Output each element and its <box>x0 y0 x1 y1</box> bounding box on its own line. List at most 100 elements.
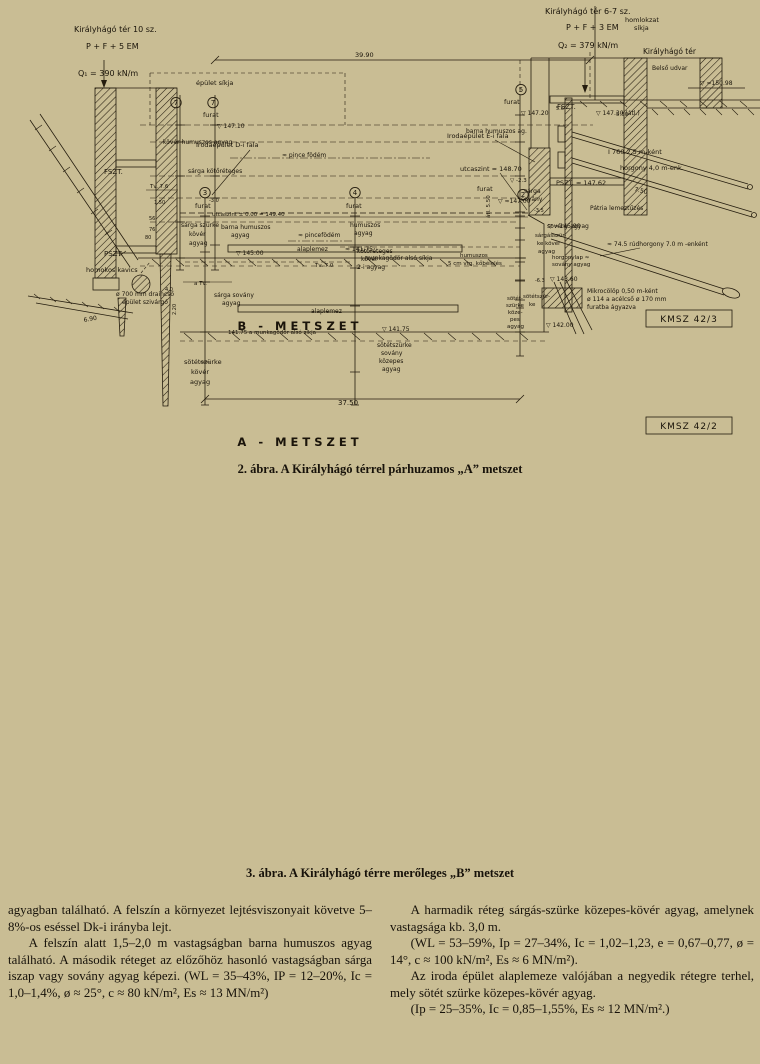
drawing-label: PSZT. ≈ 147.62 <box>556 179 606 187</box>
drawing-label: agyag <box>354 230 373 237</box>
drawing-label: ▽ 147.20 <box>521 110 549 117</box>
drawing-label: Q₂ = 379 kN/m <box>558 41 618 50</box>
stamp-kmsz-42-3: KMSZ 42/3 <box>645 309 733 328</box>
drawing-label: ▽ 142.00 <box>546 322 574 329</box>
ground-lines <box>180 212 549 342</box>
drawing-label: sovány <box>521 196 543 203</box>
drawing-label: Belső udvar <box>652 65 688 72</box>
drawing-label: sovány <box>381 350 403 357</box>
drawing-label: átl. 5.50 <box>485 195 492 218</box>
drawing-label: ▽ ≈145.90 <box>548 223 581 230</box>
drawing-label: ▽ ≈147.00 <box>498 198 531 205</box>
drawing-label: sötétszürke <box>184 358 222 366</box>
paragraph: A felszín alatt 1,5–2,0 m vastagságban b… <box>8 936 372 1000</box>
drawing-label: Irodaépület É-i fala <box>447 131 509 140</box>
drawing-label: Királyhágó tér <box>643 47 697 56</box>
drawing-label: agyag <box>507 324 524 330</box>
drawing-label: sárga szürke <box>181 222 219 229</box>
drawing-label: alaplemez <box>297 246 328 253</box>
svg-text:KMSZ 42/3: KMSZ 42/3 <box>660 315 718 325</box>
drawing-label: agyag <box>231 232 250 239</box>
drawing-label: homlokzat <box>625 16 659 24</box>
drawing-label: Irodaépület D-i fala <box>196 141 258 149</box>
drawing-label: -3.0 <box>209 198 219 204</box>
drain-pipe <box>131 261 151 294</box>
drawing-label: 2 <box>521 191 525 199</box>
drawing-label: FSZT. <box>104 168 123 176</box>
drawing-label: 76 <box>149 227 155 233</box>
drawing-label: barna humuszos <box>221 224 271 231</box>
drawing-label: pes <box>510 317 520 323</box>
drawing-label: 80 <box>145 235 151 241</box>
drawing-label: kövér humuszos agyag <box>163 139 232 146</box>
drawing-label: épület síkja <box>196 79 233 87</box>
drawing-label: humuszos <box>350 222 380 229</box>
drawing-label: ø 114 a acélcső ø 170 mm <box>587 296 667 303</box>
drawing-label: horgony 4,0 m-enk. <box>620 164 684 172</box>
borehole-7b <box>210 95 220 271</box>
drawing-label: 5.50 <box>616 112 629 118</box>
drawing-label: Mikrocölöp 0,50 m-ként <box>587 288 658 295</box>
drawing-label: síkja <box>634 24 649 32</box>
drawing-label: ▽ 143.60 <box>550 276 578 283</box>
retaining-wall-anchors <box>541 97 757 313</box>
drawing-label: közepes <box>379 358 403 365</box>
drawing-label: 4.0 <box>165 287 173 293</box>
drawing-label: szürke <box>506 303 524 309</box>
drawing-label: 4 <box>353 189 358 197</box>
stamp-kmsz-42-2: KMSZ 42/2 <box>645 416 733 435</box>
paragraph: (WL = 53–59%, Ip = 27–34%, Ic = 1,02–1,2… <box>390 936 754 967</box>
dimension-39-90 <box>210 52 595 100</box>
figure-b-caption: 3. ábra. A Királyhágó térre merőleges „B… <box>245 866 515 880</box>
drawing-label: ≈ pince födém <box>282 152 326 159</box>
drawing-label: agyag <box>222 300 241 307</box>
borehole-7a <box>175 95 185 271</box>
drawing-label: utcaszint ± 0.00 = 149.40 <box>212 212 285 218</box>
borehole-number-circle <box>349 186 361 199</box>
dimension-37-50 <box>200 394 525 404</box>
drawing-label: agyag <box>382 366 401 373</box>
drawing-label: Pátria lemeztűzés <box>590 205 643 212</box>
drawing-label: 3 <box>203 189 207 197</box>
leader-lines <box>211 139 641 257</box>
drawing-label: ø 700 mm draincső <box>116 291 174 298</box>
drawing-label: sötétszür- <box>523 293 550 300</box>
drawing-label: kövér <box>191 368 209 376</box>
drawing-label: 1.50 <box>154 200 165 206</box>
svg-text:KMSZ 42/2: KMSZ 42/2 <box>660 422 718 432</box>
drawing-label: furat <box>346 202 362 210</box>
drawing-label: furat <box>195 202 211 210</box>
drawing-label: sárga kötőréteges <box>188 168 242 175</box>
body-column-right: A harmadik réteg sárgás-szürke közepes-k… <box>390 902 754 1018</box>
drawing-label: ke kövér <box>537 240 561 247</box>
drawing-label: kövér <box>361 256 378 263</box>
drawing-label: 56 <box>149 216 155 222</box>
drawing-label: sovány agyag <box>547 223 589 230</box>
load-arrow-q1 <box>101 60 107 88</box>
drawing-label: sárgásszür- <box>535 232 566 239</box>
drawing-label: munkagödör alsó síkja <box>365 255 433 262</box>
drawing-label: ≈ 74.5 rúdhorgony 7.0 m -enként <box>607 241 708 248</box>
paragraph: A harmadik réteg sárgás-szürke közepes-k… <box>390 903 754 934</box>
drawing-label: 6.90 <box>83 315 98 324</box>
drawing-label: 39.90 <box>355 51 374 59</box>
drawing-label: agyag <box>190 378 210 386</box>
drawing-label: 7 <box>174 99 178 107</box>
drawing-label: ▽ 141.75 <box>382 326 410 333</box>
body-text: agyagban található. A felszín a környeze… <box>8 902 754 1018</box>
drawing-label: ▽ 145.00 <box>236 250 264 257</box>
left-slope <box>27 293 134 337</box>
body-column-left: agyagban található. A felszín a környeze… <box>8 902 372 1018</box>
drawing-label: kövér <box>189 231 206 238</box>
borehole-5 <box>515 95 525 309</box>
drawing-label: köze- <box>508 310 523 316</box>
drawing-label: a Tv. <box>194 281 207 287</box>
borehole-number-circle <box>207 96 219 109</box>
drawing-label: 7.50 <box>634 186 649 196</box>
drawing-label: agyag <box>189 240 208 247</box>
left-slope-b <box>29 113 139 268</box>
building-plane <box>149 72 346 125</box>
left-building-section <box>92 87 178 407</box>
drawing-label: sárga sovány <box>214 292 254 299</box>
drawing-label: 7 <box>211 99 215 107</box>
